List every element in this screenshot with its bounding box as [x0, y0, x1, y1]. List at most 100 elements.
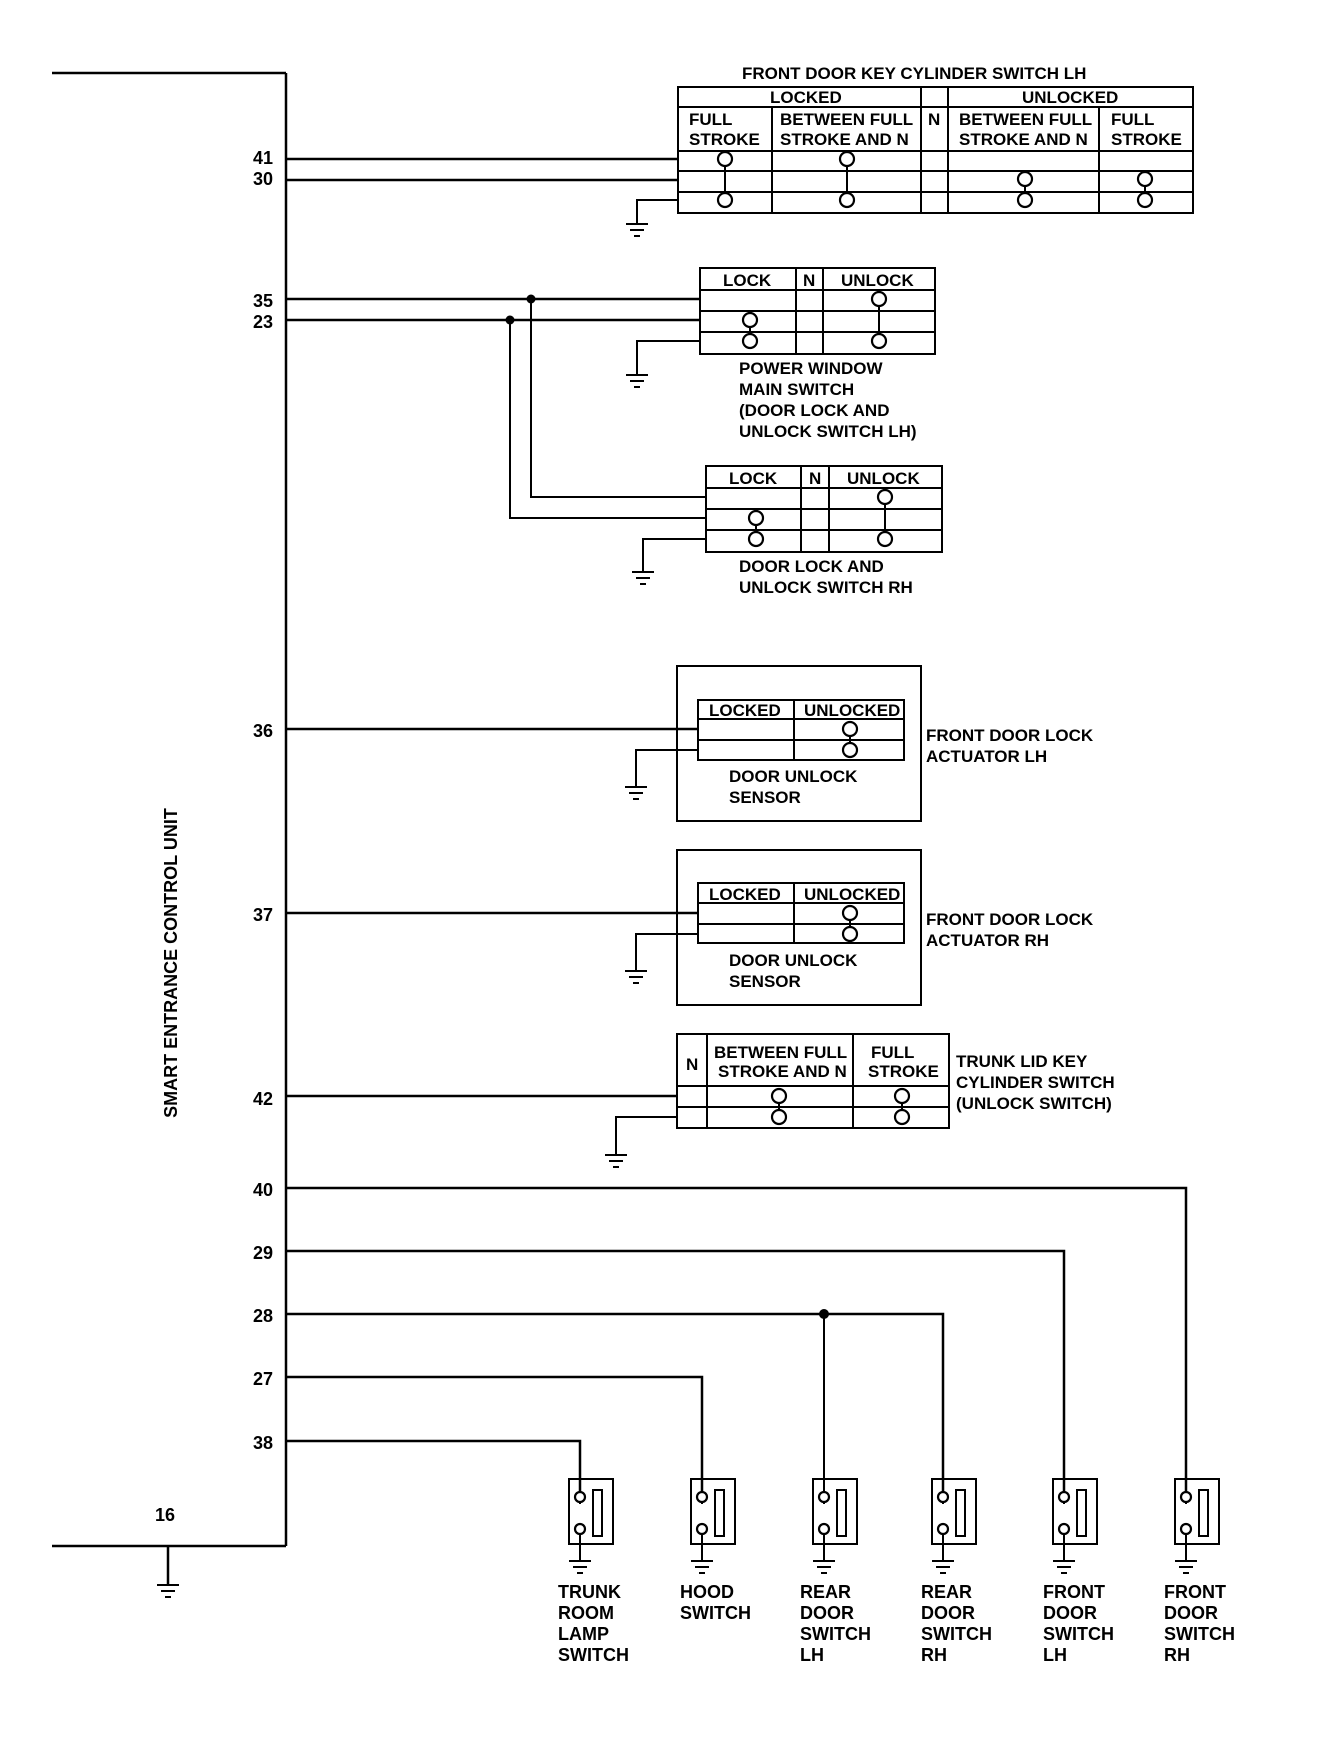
pw-label-4: UNLOCK SWITCH LH) — [739, 422, 917, 441]
trunk-room-lamp-switch-label-3: LAMP — [558, 1624, 609, 1644]
act-rh-label-2: ACTUATOR RH — [926, 931, 1049, 950]
wires-actuator-lh — [286, 727, 698, 800]
act-rh-label-1: FRONT DOOR LOCK — [926, 910, 1094, 929]
pin-42: 42 — [253, 1089, 273, 1109]
trunk-between-2: STROKE AND N — [718, 1062, 847, 1081]
act-lh-locked-header: LOCKED — [709, 701, 781, 720]
pin-29: 29 — [253, 1243, 273, 1263]
key-cyl-between-1a: BETWEEN FULL — [780, 110, 913, 129]
wires-actuator-rh — [286, 911, 698, 984]
power-window-main-switch: LOCK N UNLOCK POWER WINDOW MAIN SWITCH (… — [699, 267, 936, 441]
trunk-label-1: TRUNK LID KEY — [956, 1052, 1088, 1071]
hood-switch-label-1: HOOD — [680, 1582, 734, 1602]
pin-41: 41 — [253, 148, 273, 168]
trunk-room-lamp-switch-label-1: TRUNK — [558, 1582, 621, 1602]
trunk-between-1: BETWEEN FULL — [714, 1043, 847, 1062]
pin-38: 38 — [253, 1433, 273, 1453]
front-door-switch-rh-label-2: DOOR — [1164, 1603, 1218, 1623]
act-lh-label-2: ACTUATOR LH — [926, 747, 1047, 766]
key-cyl-locked-header: LOCKED — [770, 88, 842, 107]
rear-door-switch-rh-label-1: REAR — [921, 1582, 972, 1602]
ground-symbol-16 — [157, 1584, 179, 1598]
act-lh-sensor-1: DOOR UNLOCK — [729, 767, 858, 786]
rear-door-switch-rh-label-4: RH — [921, 1645, 947, 1665]
rh-lock-header: LOCK — [729, 469, 778, 488]
pw-label-2: MAIN SWITCH — [739, 380, 854, 399]
pw-label-3: (DOOR LOCK AND — [739, 401, 889, 420]
key-cyl-full-1: FULL — [689, 110, 732, 129]
wires-trunk-switch — [286, 1094, 677, 1168]
act-rh-unlocked-header: UNLOCKED — [804, 885, 900, 904]
trunk-full-2: STROKE — [868, 1062, 939, 1081]
pin-35: 35 — [253, 291, 273, 311]
front-door-switch-lh-label-2: DOOR — [1043, 1603, 1097, 1623]
key-cyl-stroke-2: STROKE — [1111, 130, 1182, 149]
actuator-lh: LOCKED UNLOCKED DOOR UNLOCK SENSOR FRONT… — [676, 665, 1094, 822]
key-cyl-stroke-1: STROKE — [689, 130, 760, 149]
pin-28: 28 — [253, 1306, 273, 1326]
pin-40: 40 — [253, 1180, 273, 1200]
door-switches: TRUNKROOMLAMPSWITCHHOODSWITCHREARDOORSWI… — [558, 1478, 1235, 1665]
act-rh-sensor-2: SENSOR — [729, 972, 801, 991]
pin-36: 36 — [253, 721, 273, 741]
rear-door-switch-lh-label-3: SWITCH — [800, 1624, 871, 1644]
control-unit-frame — [52, 71, 288, 1598]
control-unit-label: SMART ENTRANCE CONTROL UNIT — [161, 808, 181, 1118]
pin-30: 30 — [253, 169, 273, 189]
junction-dot-23 — [505, 315, 515, 325]
door-lock-switch-rh: LOCK N UNLOCK DOOR LOCK AND UNLOCK SWITC… — [705, 465, 943, 597]
key-cylinder-switch-lh: FRONT DOOR KEY CYLINDER SWITCH LH LOCKED… — [677, 64, 1194, 214]
front-door-switch-lh-label-1: FRONT — [1043, 1582, 1105, 1602]
trunk-label-3: (UNLOCK SWITCH) — [956, 1094, 1112, 1113]
front-door-switch-rh-label-4: RH — [1164, 1645, 1190, 1665]
junction-dot-35 — [526, 294, 536, 304]
pw-lock-header: LOCK — [723, 271, 772, 290]
act-lh-unlocked-header: UNLOCKED — [804, 701, 900, 720]
trunk-n-header: N — [686, 1055, 698, 1074]
rh-unlock-header: UNLOCK — [847, 469, 920, 488]
trunk-room-lamp-switch-label-4: SWITCH — [558, 1645, 629, 1665]
trunk-lid-key-switch: N BETWEEN FULL STROKE AND N FULL STROKE … — [676, 1033, 1115, 1129]
pw-n-header: N — [803, 271, 815, 290]
front-door-switch-lh-label-4: LH — [1043, 1645, 1067, 1665]
pw-label-1: POWER WINDOW — [739, 359, 883, 378]
front-door-switch-rh-label-3: SWITCH — [1164, 1624, 1235, 1644]
rear-door-switch-rh-label-2: DOOR — [921, 1603, 975, 1623]
pin-16: 16 — [155, 1505, 175, 1525]
junction-dot-28 — [819, 1309, 829, 1319]
act-rh-sensor-1: DOOR UNLOCK — [729, 951, 858, 970]
front-door-switch-lh-label-3: SWITCH — [1043, 1624, 1114, 1644]
key-cyl-between-2a: BETWEEN FULL — [959, 110, 1092, 129]
act-lh-sensor-2: SENSOR — [729, 788, 801, 807]
key-cyl-between-1b: STROKE AND N — [780, 130, 909, 149]
pin-37: 37 — [253, 905, 273, 925]
trunk-full-1: FULL — [871, 1043, 914, 1062]
actuator-rh: LOCKED UNLOCKED DOOR UNLOCK SENSOR FRONT… — [676, 849, 1094, 1006]
rh-n-header: N — [809, 469, 821, 488]
pin-23: 23 — [253, 312, 273, 332]
pw-unlock-header: UNLOCK — [841, 271, 914, 290]
act-lh-label-1: FRONT DOOR LOCK — [926, 726, 1094, 745]
rear-door-switch-rh-label-3: SWITCH — [921, 1624, 992, 1644]
key-cylinder-title: FRONT DOOR KEY CYLINDER SWITCH LH — [742, 64, 1086, 83]
key-cyl-n-header: N — [928, 110, 940, 129]
rear-door-switch-lh-label-1: REAR — [800, 1582, 851, 1602]
wires-lock-switches — [286, 294, 706, 585]
key-cyl-between-2b: STROKE AND N — [959, 130, 1088, 149]
key-cyl-unlocked-header: UNLOCKED — [1022, 88, 1118, 107]
rear-door-switch-lh-label-4: LH — [800, 1645, 824, 1665]
wires-key-cylinder — [286, 157, 678, 237]
rh-label-1: DOOR LOCK AND — [739, 557, 884, 576]
trunk-room-lamp-switch-label-2: ROOM — [558, 1603, 614, 1623]
key-cyl-full-2: FULL — [1111, 110, 1154, 129]
hood-switch-label-2: SWITCH — [680, 1603, 751, 1623]
rh-label-2: UNLOCK SWITCH RH — [739, 578, 913, 597]
front-door-switch-rh-label-1: FRONT — [1164, 1582, 1226, 1602]
